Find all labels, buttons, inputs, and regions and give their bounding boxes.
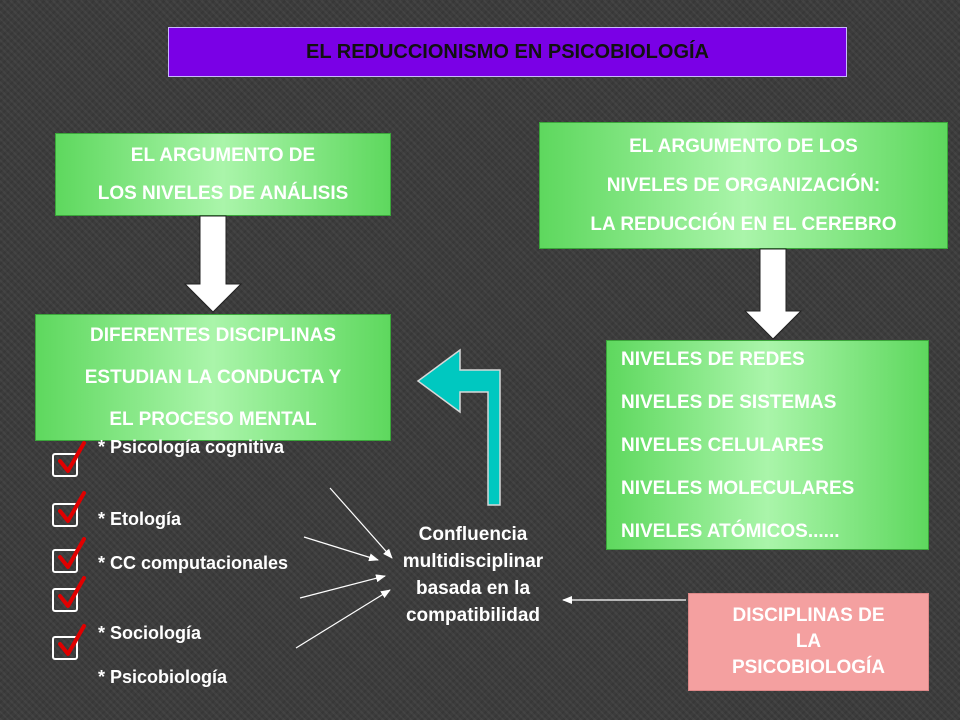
psychobiology-line-3: PSICOBIOLOGÍA (731, 657, 886, 678)
down-arrow-icon (183, 215, 243, 313)
psychobiology-line-2: LA (795, 631, 822, 652)
checkmark-icon (58, 624, 86, 656)
disciplines-box: DIFERENTES DISCIPLINAS ESTUDIAN LA CONDU… (35, 314, 391, 441)
psychobiology-box: DISCIPLINAS DE LA PSICOBIOLOGÍA (688, 593, 929, 691)
checkbox-icon (52, 537, 86, 573)
organization-line-3: LA REDUCCIÓN EN EL CEREBRO (590, 214, 897, 235)
level-item: NIVELES ATÓMICOS...... (621, 520, 840, 542)
list-item: * Psicología cognitiva (98, 437, 285, 457)
analysis-line-2: LOS NIVELES DE ANÁLISIS (97, 182, 349, 204)
disciplines-line-3: EL PROCESO MENTAL (109, 408, 317, 430)
organization-line-1: EL ARGUMENTO DE LOS (629, 136, 858, 157)
checkmark-icon (58, 537, 86, 569)
connector-arrow (299, 574, 386, 599)
checkbox-icon (52, 576, 86, 612)
list-item: * Sociología (98, 623, 202, 643)
levels-box: NIVELES DE REDES NIVELES DE SISTEMAS NIV… (606, 340, 929, 550)
checkmark-icon (58, 491, 86, 523)
confluence-line-1: Confluencia (418, 524, 528, 545)
confluence-line-2: multidisciplinar (402, 551, 544, 572)
list-item: * Etología (98, 509, 182, 529)
checkbox-icon (52, 624, 86, 660)
level-item: NIVELES CELULARES (621, 434, 824, 456)
list-item: * CC computacionales (98, 553, 289, 573)
analysis-line-1: EL ARGUMENTO DE (130, 144, 316, 166)
confluence-line-4: compatibilidad (405, 605, 541, 626)
down-arrow-icon (743, 248, 803, 340)
disciplines-line-1: DIFERENTES DISCIPLINAS (90, 324, 336, 346)
organization-levels-box: EL ARGUMENTO DE LOS NIVELES DE ORGANIZAC… (539, 122, 948, 249)
level-item: NIVELES MOLECULARES (621, 477, 855, 499)
connector-arrow (329, 487, 393, 559)
disciplines-line-2: ESTUDIAN LA CONDUCTA Y (84, 366, 342, 388)
checkmark-icon (58, 576, 86, 608)
checkbox-icon (52, 441, 86, 477)
analysis-levels-box: EL ARGUMENTO DE LOS NIVELES DE ANÁLISIS (55, 133, 391, 216)
teal-bent-arrow-icon (416, 348, 501, 506)
connector-arrow (295, 589, 391, 649)
psychobiology-line-1: DISCIPLINAS DE (732, 605, 885, 626)
checkmark-icon (58, 441, 86, 473)
connector-arrow (303, 536, 379, 562)
level-item: NIVELES DE REDES (621, 348, 805, 370)
checkbox-icon (52, 491, 86, 527)
list-item: * Psicobiología (98, 667, 228, 687)
title-box: EL REDUCCIONISMO EN PSICOBIOLOGÍA (168, 27, 847, 77)
confluence-text: Confluencia multidisciplinar basada en l… (378, 521, 568, 629)
organization-line-2: NIVELES DE ORGANIZACIÓN: (606, 175, 881, 196)
level-item: NIVELES DE SISTEMAS (621, 391, 837, 413)
confluence-line-3: basada en la (415, 578, 531, 599)
page-title: EL REDUCCIONISMO EN PSICOBIOLOGÍA (306, 40, 709, 63)
